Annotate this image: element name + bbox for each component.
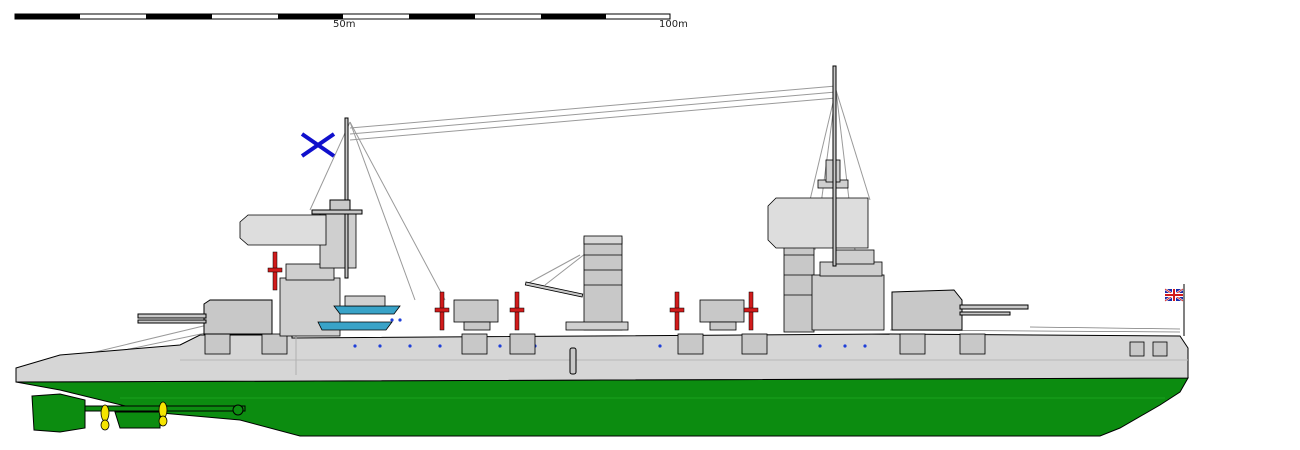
- aft-turret: [137, 299, 273, 335]
- scale-bar: [14, 13, 671, 20]
- fore-mast: [832, 65, 837, 267]
- ship-boats: [317, 295, 401, 331]
- scale-label-end: 100m: [659, 19, 688, 30]
- anchor-fitting: [569, 347, 577, 375]
- upper-hull: [15, 333, 1189, 383]
- forward-superstructure: [811, 159, 885, 331]
- searchlight-icon: [267, 251, 759, 331]
- fore-turret: [891, 289, 1029, 331]
- casemate-bays: [204, 333, 1168, 357]
- propeller-icon: [100, 401, 168, 431]
- aft-mast: [311, 117, 363, 279]
- scale-label-mid: 50m: [333, 19, 356, 30]
- naval-ensign-saltire-icon: [300, 132, 336, 158]
- aft-funnel: [783, 233, 815, 333]
- aft-searchlight-screen: [239, 214, 327, 246]
- union-jack-icon: [1164, 284, 1185, 336]
- midship-turrets: [453, 281, 745, 331]
- fore-searchlight-screen: [767, 197, 869, 249]
- rigging-wires: [19, 85, 871, 373]
- fore-funnel: [565, 235, 629, 331]
- lower-hull: [15, 377, 1189, 437]
